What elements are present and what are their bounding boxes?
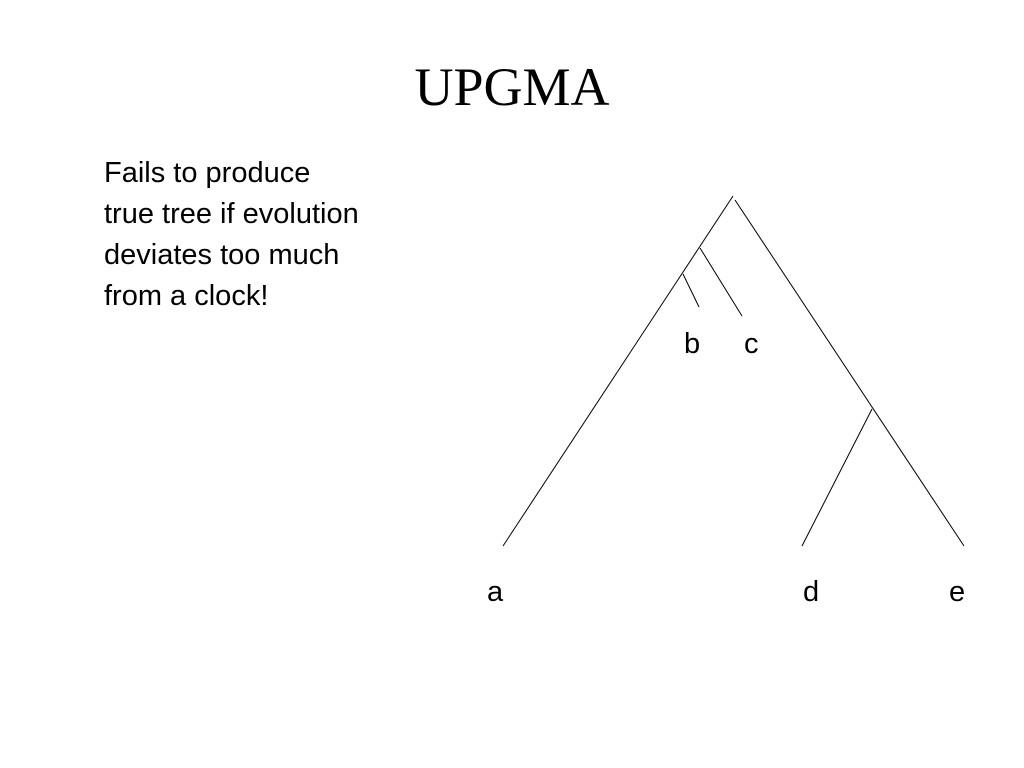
branch-d bbox=[801, 408, 873, 547]
body-text: Fails to produce true tree if evolution … bbox=[104, 157, 359, 312]
leaf-label-e: e bbox=[949, 576, 965, 608]
leaf-label-c: c bbox=[744, 328, 759, 360]
branch-b bbox=[682, 273, 700, 308]
branch-bc-stem bbox=[699, 247, 743, 317]
slide-title: UPGMA bbox=[414, 57, 610, 117]
branch-root-to-de bbox=[734, 199, 965, 547]
leaf-label-b: b bbox=[684, 328, 700, 360]
leaf-label-a: a bbox=[487, 576, 504, 608]
leaf-label-d: d bbox=[803, 576, 819, 608]
branch-root-to-a bbox=[502, 195, 734, 547]
